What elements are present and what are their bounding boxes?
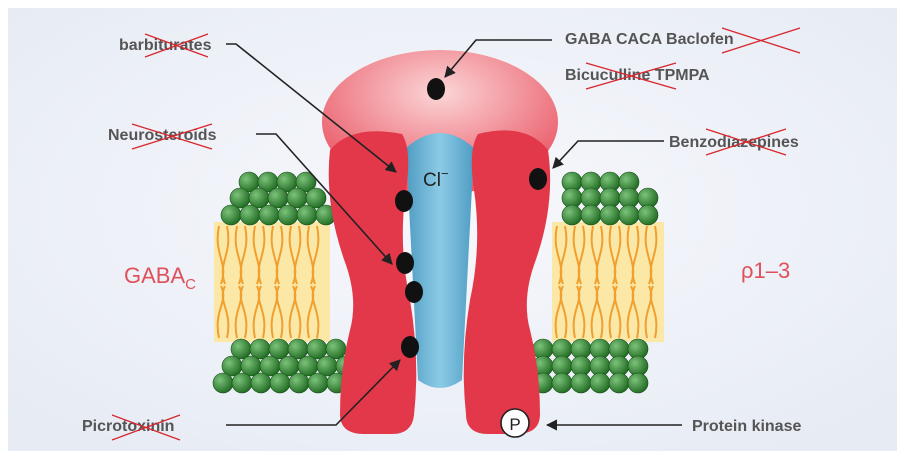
- lipid-head: [571, 373, 591, 393]
- subunit-label: ρ1–3: [741, 258, 790, 283]
- benzodiazepine-binding-site: [529, 168, 547, 190]
- barbiturate-binding-site: [395, 190, 413, 212]
- label-neurosteroids: Neurosteroids: [108, 127, 217, 144]
- lipid-head: [213, 373, 233, 393]
- membrane-core: [552, 222, 664, 342]
- label-protein-kinase: Protein kinase: [692, 418, 801, 435]
- lipid-head: [600, 205, 620, 225]
- label-gaba-agonists: GABA CACA Baclofen: [565, 31, 734, 48]
- receptor-channel: [322, 50, 558, 434]
- lipid-head: [638, 205, 658, 225]
- lipid-head: [628, 373, 648, 393]
- lipid-head: [308, 373, 328, 393]
- neurosteroid-binding-site-lower: [405, 281, 423, 303]
- label-benzodiazepines: Benzodiazepines: [669, 134, 799, 151]
- lipid-head: [289, 373, 309, 393]
- lipid-head: [590, 373, 610, 393]
- lipid-head: [581, 205, 601, 225]
- lipid-head: [297, 205, 317, 225]
- phosphorylation-site: P: [501, 409, 529, 437]
- lipid-head: [232, 373, 252, 393]
- neurosteroid-binding-site-upper: [396, 252, 414, 274]
- lipid-head: [259, 205, 279, 225]
- label-barbiturates-group: barbiturates: [119, 34, 212, 57]
- agonist-binding-site: [427, 78, 445, 100]
- label-barbiturates: barbiturates: [119, 37, 212, 54]
- svg-text:P: P: [509, 415, 520, 434]
- lipid-head: [552, 373, 572, 393]
- lipid-head: [609, 373, 629, 393]
- lipid-head: [221, 205, 241, 225]
- lipid-head: [270, 373, 290, 393]
- label-gaba-antagonists: Bicuculline TPMPA: [565, 67, 710, 84]
- lipid-head: [278, 205, 298, 225]
- lipid-head: [251, 373, 271, 393]
- picrotoxinin-binding-site: [401, 336, 419, 358]
- lipid-head: [562, 205, 582, 225]
- lipid-head: [619, 205, 639, 225]
- lipid-head: [240, 205, 260, 225]
